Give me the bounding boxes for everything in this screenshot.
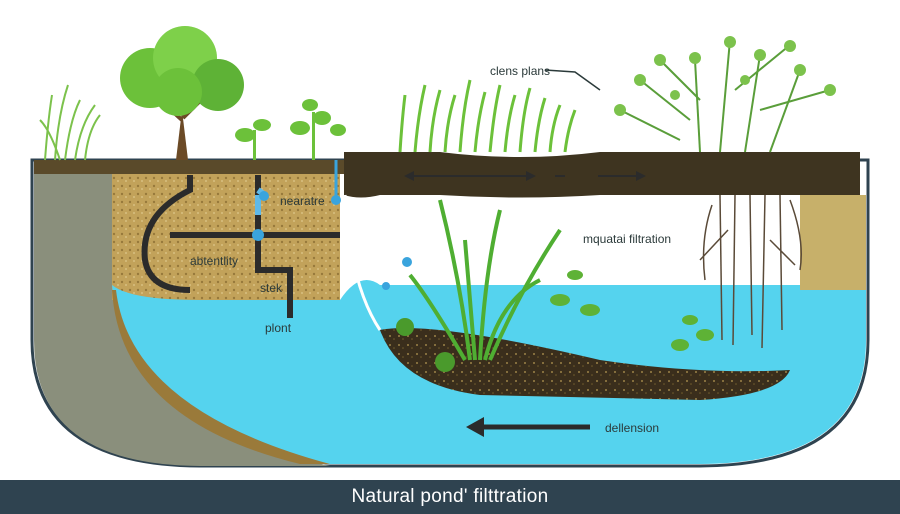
grass-icon <box>39 84 101 161</box>
right-soil-column <box>800 195 866 290</box>
left-soil-strip <box>112 290 330 464</box>
pipe-joint-2 <box>259 191 269 201</box>
label-nearate: nearatre <box>280 194 325 208</box>
raft-grass <box>398 79 577 153</box>
raft-arrow-head-2 <box>636 171 646 181</box>
label-leader <box>544 69 601 91</box>
pipe-joint-3 <box>331 195 341 205</box>
bubble-1 <box>402 257 412 267</box>
caption-bar: Natural pond' filttration <box>0 480 900 514</box>
soil-raft <box>344 152 860 198</box>
label-aquatic-filtration: mquatai filtration <box>583 232 671 246</box>
raft-arrow-head-left <box>404 171 414 181</box>
label-dellension: dellension <box>605 421 659 435</box>
caption-title: Natural pond' filttration <box>351 486 549 507</box>
small-plants-left <box>235 99 346 160</box>
label-abtentility: abtentlity <box>190 254 238 268</box>
pipe-joint-1 <box>252 229 264 241</box>
right-shrubs <box>619 39 831 153</box>
top-ground-strip <box>34 160 344 174</box>
bubble-2 <box>382 282 390 290</box>
tree-icon <box>120 26 244 160</box>
pond-cross-section-diagram: clens plans nearatre abtentlity stek plo… <box>30 26 870 468</box>
label-stek: stek <box>260 281 283 295</box>
pipe-left <box>141 175 193 293</box>
arrow-left-icon <box>466 417 484 437</box>
label-clens-plans: clens plans <box>490 64 550 78</box>
label-plont: plont <box>265 321 292 335</box>
water-plant-small <box>396 270 714 372</box>
water-plant-icon <box>408 199 562 362</box>
raft-arrow-head-right <box>526 171 536 181</box>
left-outer-wall <box>34 172 330 466</box>
hanging-roots <box>699 194 802 349</box>
pond-edge-curve <box>343 194 382 331</box>
pipe-vertical <box>255 175 293 318</box>
right-shrub-leaves <box>614 36 836 116</box>
